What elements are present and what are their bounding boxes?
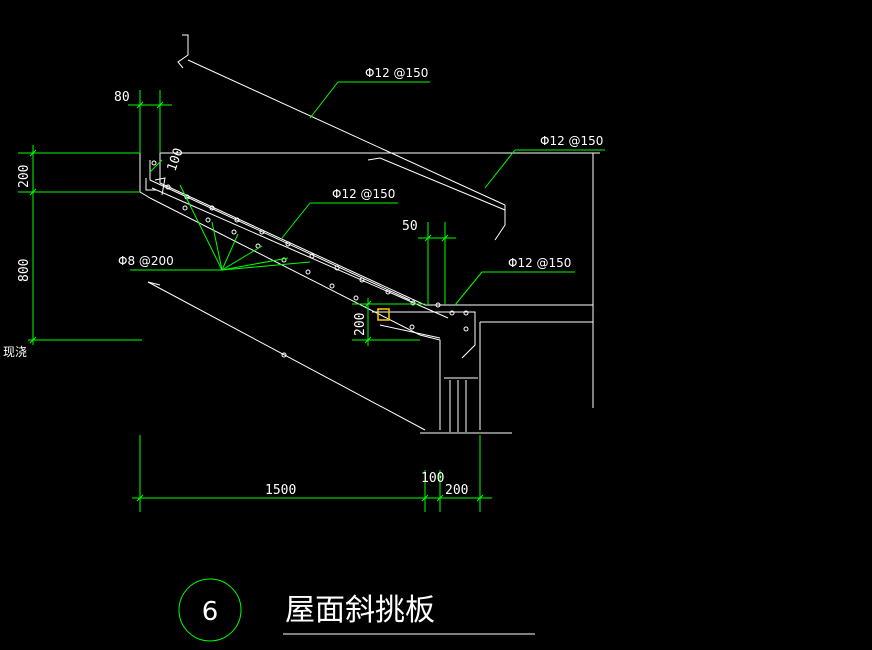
dimension-lines [18,90,492,512]
slab-outline [139,152,600,434]
rebar-lines [145,34,506,359]
selection-marker[interactable] [377,308,390,321]
dim-bottom-100: 100 [421,471,444,486]
rebar-dots [151,160,469,358]
dim-beam-200: 200 [353,313,368,336]
leader-lines [130,81,605,306]
dim-left-800: 800 [17,259,32,282]
detail-number: 6 [202,597,219,627]
rebar-right-label: Φ12 @150 [540,134,603,148]
annotation-texts: Φ12 @150 Φ12 @150 Φ12 @150 Φ12 @150 Φ8 @… [118,66,603,270]
dimension-texts: 80 100 200 800 50 200 1500 100 200 现浇 [3,90,468,498]
dim-100-thickness: 100 [165,146,187,173]
drawing-title: 屋面斜挑板 [285,593,435,628]
detail-number-circle [178,578,242,642]
dim-80: 80 [114,90,130,105]
cast-in-place-label: 现浇 [3,345,27,359]
stirrup-label: Φ8 @200 [118,254,174,268]
dim-1500: 1500 [265,483,296,498]
rebar-lower-right-label: Φ12 @150 [508,256,571,270]
dim-50: 50 [402,219,418,234]
dim-left-200: 200 [17,165,32,188]
rebar-top-label: Φ12 @150 [365,66,428,80]
dim-bottom-200: 200 [445,483,468,498]
rebar-mid-label: Φ12 @150 [332,187,395,201]
title-block: 6 屋面斜挑板 [178,578,535,642]
